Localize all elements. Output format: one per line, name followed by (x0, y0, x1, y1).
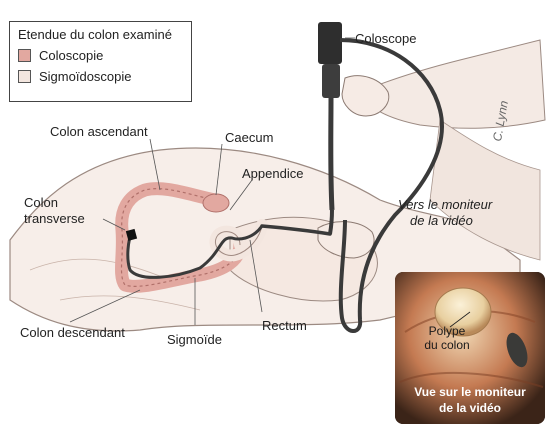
leader-colon-descendant (69, 289, 141, 323)
leader-colon-ascendant (149, 138, 161, 191)
label-polype-2: du colon (424, 338, 470, 352)
label-appendice: Appendice (242, 166, 304, 181)
coloscope-shaft (328, 97, 335, 211)
scope-tip (125, 228, 138, 241)
label-sigmoide: Sigmoïde (167, 332, 222, 347)
coloscope-grip (322, 64, 340, 98)
scope-insertion-tube (260, 224, 332, 236)
leader-rectum (249, 239, 263, 313)
caecum-bulb (202, 193, 230, 213)
video-monitor-inset: Polype du colon Vue sur le moniteur de l… (395, 272, 545, 424)
label-caecum: Caecum (225, 130, 274, 145)
leader-appendice (229, 179, 253, 211)
colon-coloscopie-outline (120, 188, 241, 287)
coloscope-head (318, 22, 342, 64)
label-colon-descendant: Colon descendant (20, 325, 125, 340)
legend: Etendue du colon examiné Coloscopie Sigm… (9, 21, 192, 102)
label-colon-ascendant: Colon ascendant (50, 124, 148, 139)
label-vue-moniteur-2: de la vidéo (438, 401, 502, 415)
doctor-arm-top (364, 39, 546, 129)
lumen-fold-2 (399, 371, 544, 388)
polyp-leader (449, 311, 471, 328)
label-coloscope: Coloscope (355, 31, 417, 46)
label-vue-moniteur-1: Vue sur le moniteur (414, 385, 526, 399)
leader-caecum (215, 143, 223, 196)
legend-item-coloscopie: Coloscopie (18, 48, 183, 63)
label-vers-moniteur-2: de la vidéo (410, 213, 473, 228)
body-shading-2 (59, 295, 201, 311)
body-shading (29, 258, 171, 281)
legend-swatch-coloscopie (18, 49, 31, 62)
legend-label-coloscopie: Coloscopie (39, 48, 104, 63)
instrument-tip (506, 332, 528, 368)
legend-swatch-sigmoidoscopie (18, 70, 31, 83)
doctor-sleeve (429, 119, 541, 261)
label-colon-transverse-2: transverse (24, 211, 85, 226)
legend-item-sigmoidoscopie: Sigmoïdoscopie (18, 69, 183, 84)
label-vers-moniteur-1: Vers le moniteur (398, 197, 493, 212)
doctor-hand-top (341, 75, 390, 117)
leader-colon-transverse (102, 218, 126, 231)
colon-lumen-view (395, 272, 545, 424)
legend-title: Etendue du colon examiné (18, 27, 172, 42)
legend-label-sigmoidoscopie: Sigmoïdoscopie (39, 69, 132, 84)
label-rectum: Rectum (262, 318, 307, 333)
scope-inside-colon (126, 224, 264, 279)
coloscope-cable-loop (338, 38, 444, 333)
label-polype-1: Polype (428, 324, 466, 338)
label-colon-transverse-1: Colon (24, 195, 58, 210)
coloscope-to-hand (328, 209, 334, 235)
polyp-shape (434, 287, 492, 337)
